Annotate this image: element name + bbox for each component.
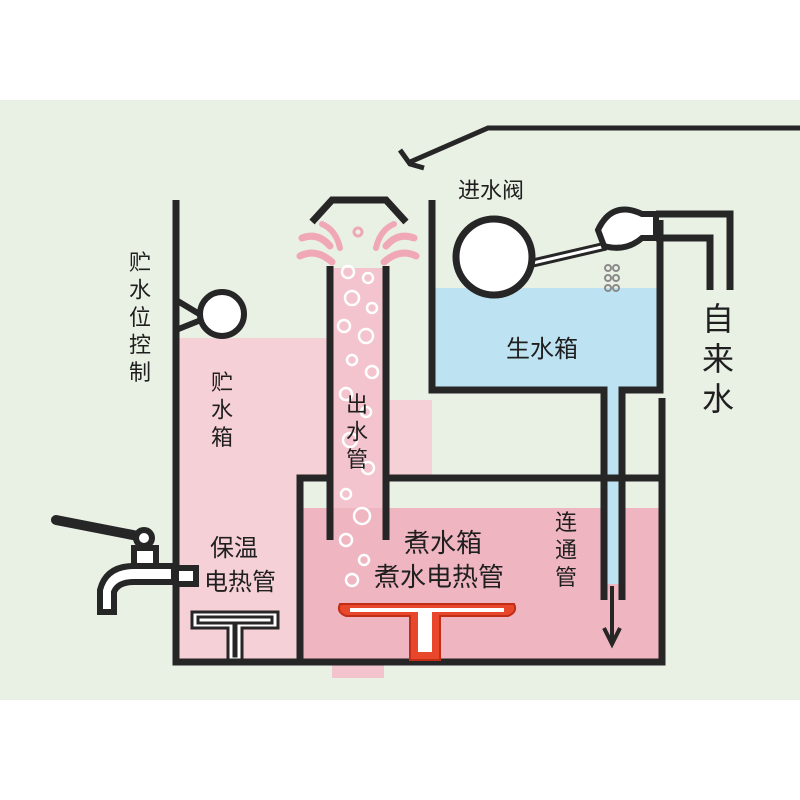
label-level-control-text: 贮水位控制 [129, 251, 151, 386]
label-boil-tank: 煮水箱 [404, 529, 482, 559]
label-outlet-pipe: 出水管 [346, 393, 368, 473]
boil-heater-element [337, 603, 517, 661]
boiling-bubbles [336, 264, 380, 588]
level-control-float [174, 289, 247, 339]
label-keep-warm-2: 电热管 [204, 568, 276, 596]
label-storage-tank: 贮水箱 [211, 371, 233, 451]
inflow-arrow [397, 125, 800, 171]
storage-tank-water-right [384, 400, 432, 478]
inlet-float-ball [452, 215, 536, 299]
inlet-valve [452, 206, 734, 299]
keep-warm-heater-element [190, 610, 280, 662]
label-inlet-valve: 进水阀 [458, 179, 524, 204]
outlet-spray [296, 221, 420, 266]
label-tap-water-text: 自来水 [702, 300, 734, 418]
faucet [51, 515, 199, 615]
inlet-spray [604, 264, 620, 292]
label-level-control: 贮水位控制 [129, 251, 151, 386]
label-outlet-pipe-text: 出水管 [346, 393, 368, 473]
label-keep-warm-1: 保温 [210, 534, 258, 562]
label-connect-pipe-text: 连通管 [555, 511, 577, 591]
label-raw-tank: 生水箱 [506, 335, 578, 363]
storage-tank-water [176, 338, 300, 662]
label-connect-pipe: 连通管 [555, 511, 577, 591]
connect-pipe-water [604, 388, 620, 584]
label-boil-heater: 煮水电热管 [374, 563, 504, 593]
tank-walls [172, 196, 666, 666]
label-tap-water: 自来水 [702, 300, 734, 418]
label-storage-tank-text: 贮水箱 [211, 371, 233, 451]
raw-tank-water [433, 288, 659, 388]
connect-pipe-arrow [602, 586, 622, 649]
boil-tank-water [300, 508, 660, 662]
